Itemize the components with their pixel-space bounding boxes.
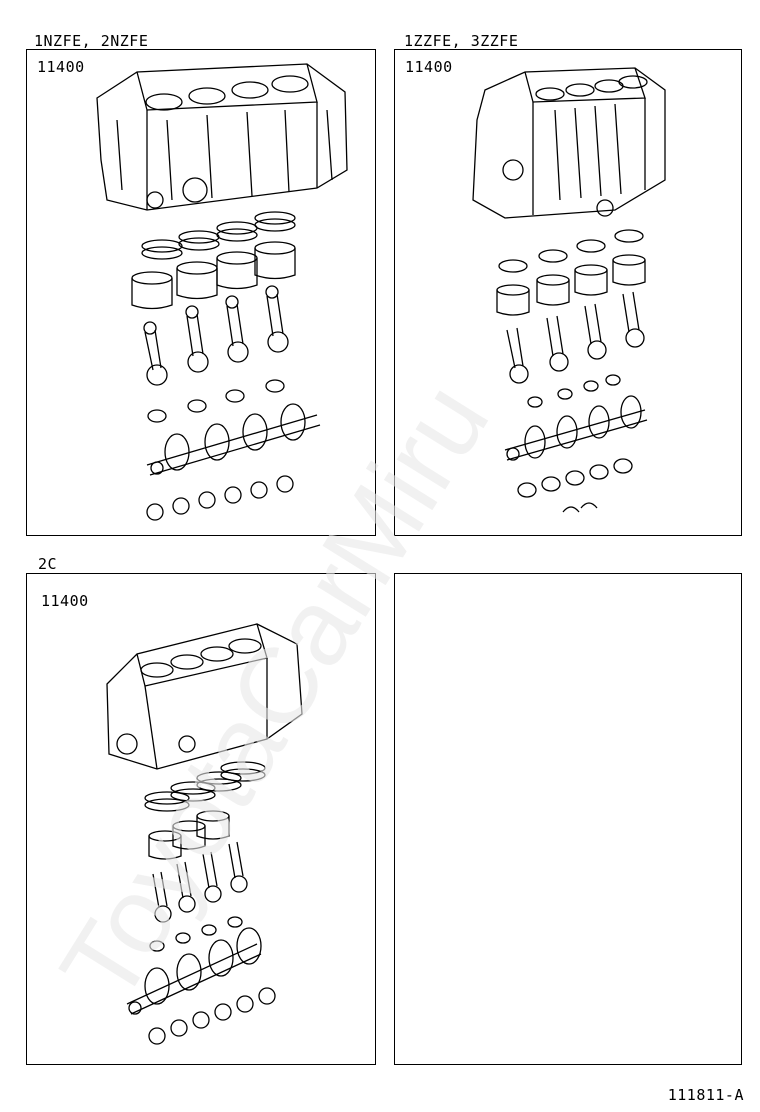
engine-block-assembly-icon	[106, 623, 303, 1045]
engine-block-assembly-icon	[96, 63, 348, 521]
panel-2c: 11400	[26, 573, 376, 1065]
panel-1nzfe: 11400	[26, 49, 376, 536]
part-code: 11400	[37, 58, 85, 76]
panel-1-header: 1NZFE, 2NZFE	[34, 32, 149, 50]
figure-id: 111811-A	[667, 1086, 744, 1104]
panel-1zzfe: 11400	[394, 49, 742, 536]
panel-3-header: 2C	[38, 555, 58, 573]
part-code: 11400	[405, 58, 453, 76]
panel-2-header: 1ZZFE, 3ZZFE	[404, 32, 519, 50]
engine-block-assembly-icon	[472, 67, 666, 513]
part-code: 11400	[41, 592, 89, 610]
panel-empty	[394, 573, 742, 1065]
